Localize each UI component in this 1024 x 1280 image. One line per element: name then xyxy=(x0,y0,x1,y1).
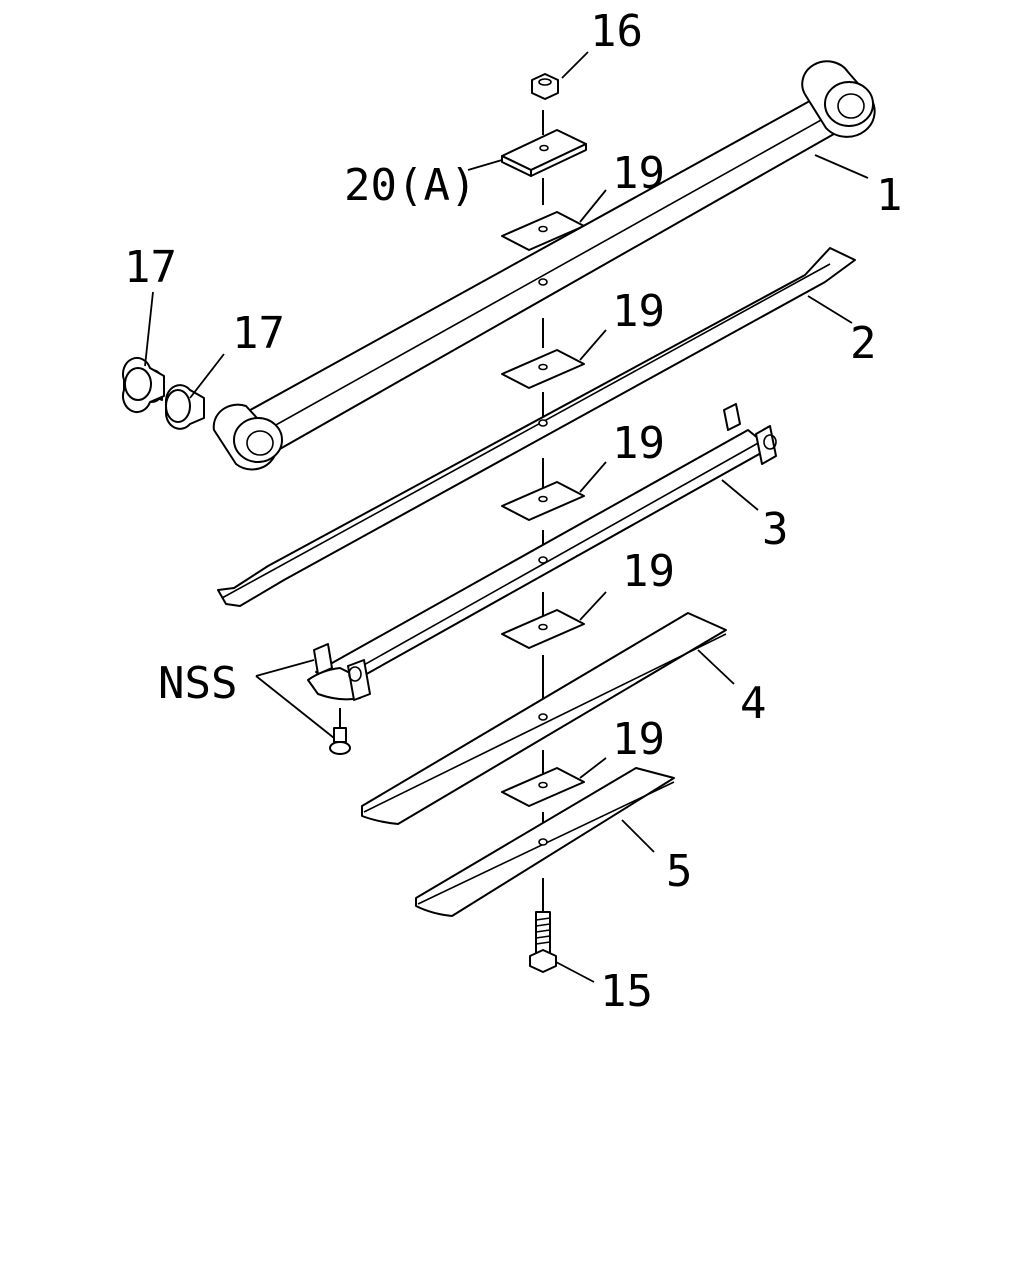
shim-19-4 xyxy=(501,609,585,649)
callout-5: 5 xyxy=(666,846,693,897)
washer-plate-20a xyxy=(501,129,587,177)
leaf-2 xyxy=(217,247,856,607)
callout-19-3: 19 xyxy=(612,418,665,469)
leaf-5 xyxy=(415,767,675,917)
callout-3: 3 xyxy=(762,504,789,555)
callout-1: 1 xyxy=(876,170,903,221)
leader-lines xyxy=(144,51,869,983)
callout-17-2: 17 xyxy=(232,308,285,359)
shim-19-5 xyxy=(501,767,585,807)
callout-19-5: 19 xyxy=(612,714,665,765)
callout-labels: 16 20(A) 19 19 19 19 19 1 2 3 4 5 17 17 … xyxy=(124,6,903,1017)
rivet-nss xyxy=(329,708,351,755)
callout-2: 2 xyxy=(850,318,877,369)
callout-17-1: 17 xyxy=(124,242,177,293)
callout-19-2: 19 xyxy=(612,286,665,337)
callout-19-4: 19 xyxy=(622,546,675,597)
callout-20a: 20(A) xyxy=(344,160,476,211)
shim-19-2 xyxy=(501,349,585,389)
main-leaf-1 xyxy=(212,60,876,471)
callout-4: 4 xyxy=(740,678,767,729)
callout-16: 16 xyxy=(590,6,643,57)
bushing-17-2 xyxy=(164,384,205,430)
leaf-3 xyxy=(307,403,777,701)
leaf-4 xyxy=(361,612,727,825)
bolt-15 xyxy=(529,911,557,973)
bushing-17-1 xyxy=(121,356,165,414)
callout-19-1: 19 xyxy=(612,148,665,199)
callout-15: 15 xyxy=(600,966,653,1017)
callout-nss: NSS xyxy=(158,658,237,709)
shim-19-3 xyxy=(501,481,585,521)
nut-16 xyxy=(531,73,559,100)
